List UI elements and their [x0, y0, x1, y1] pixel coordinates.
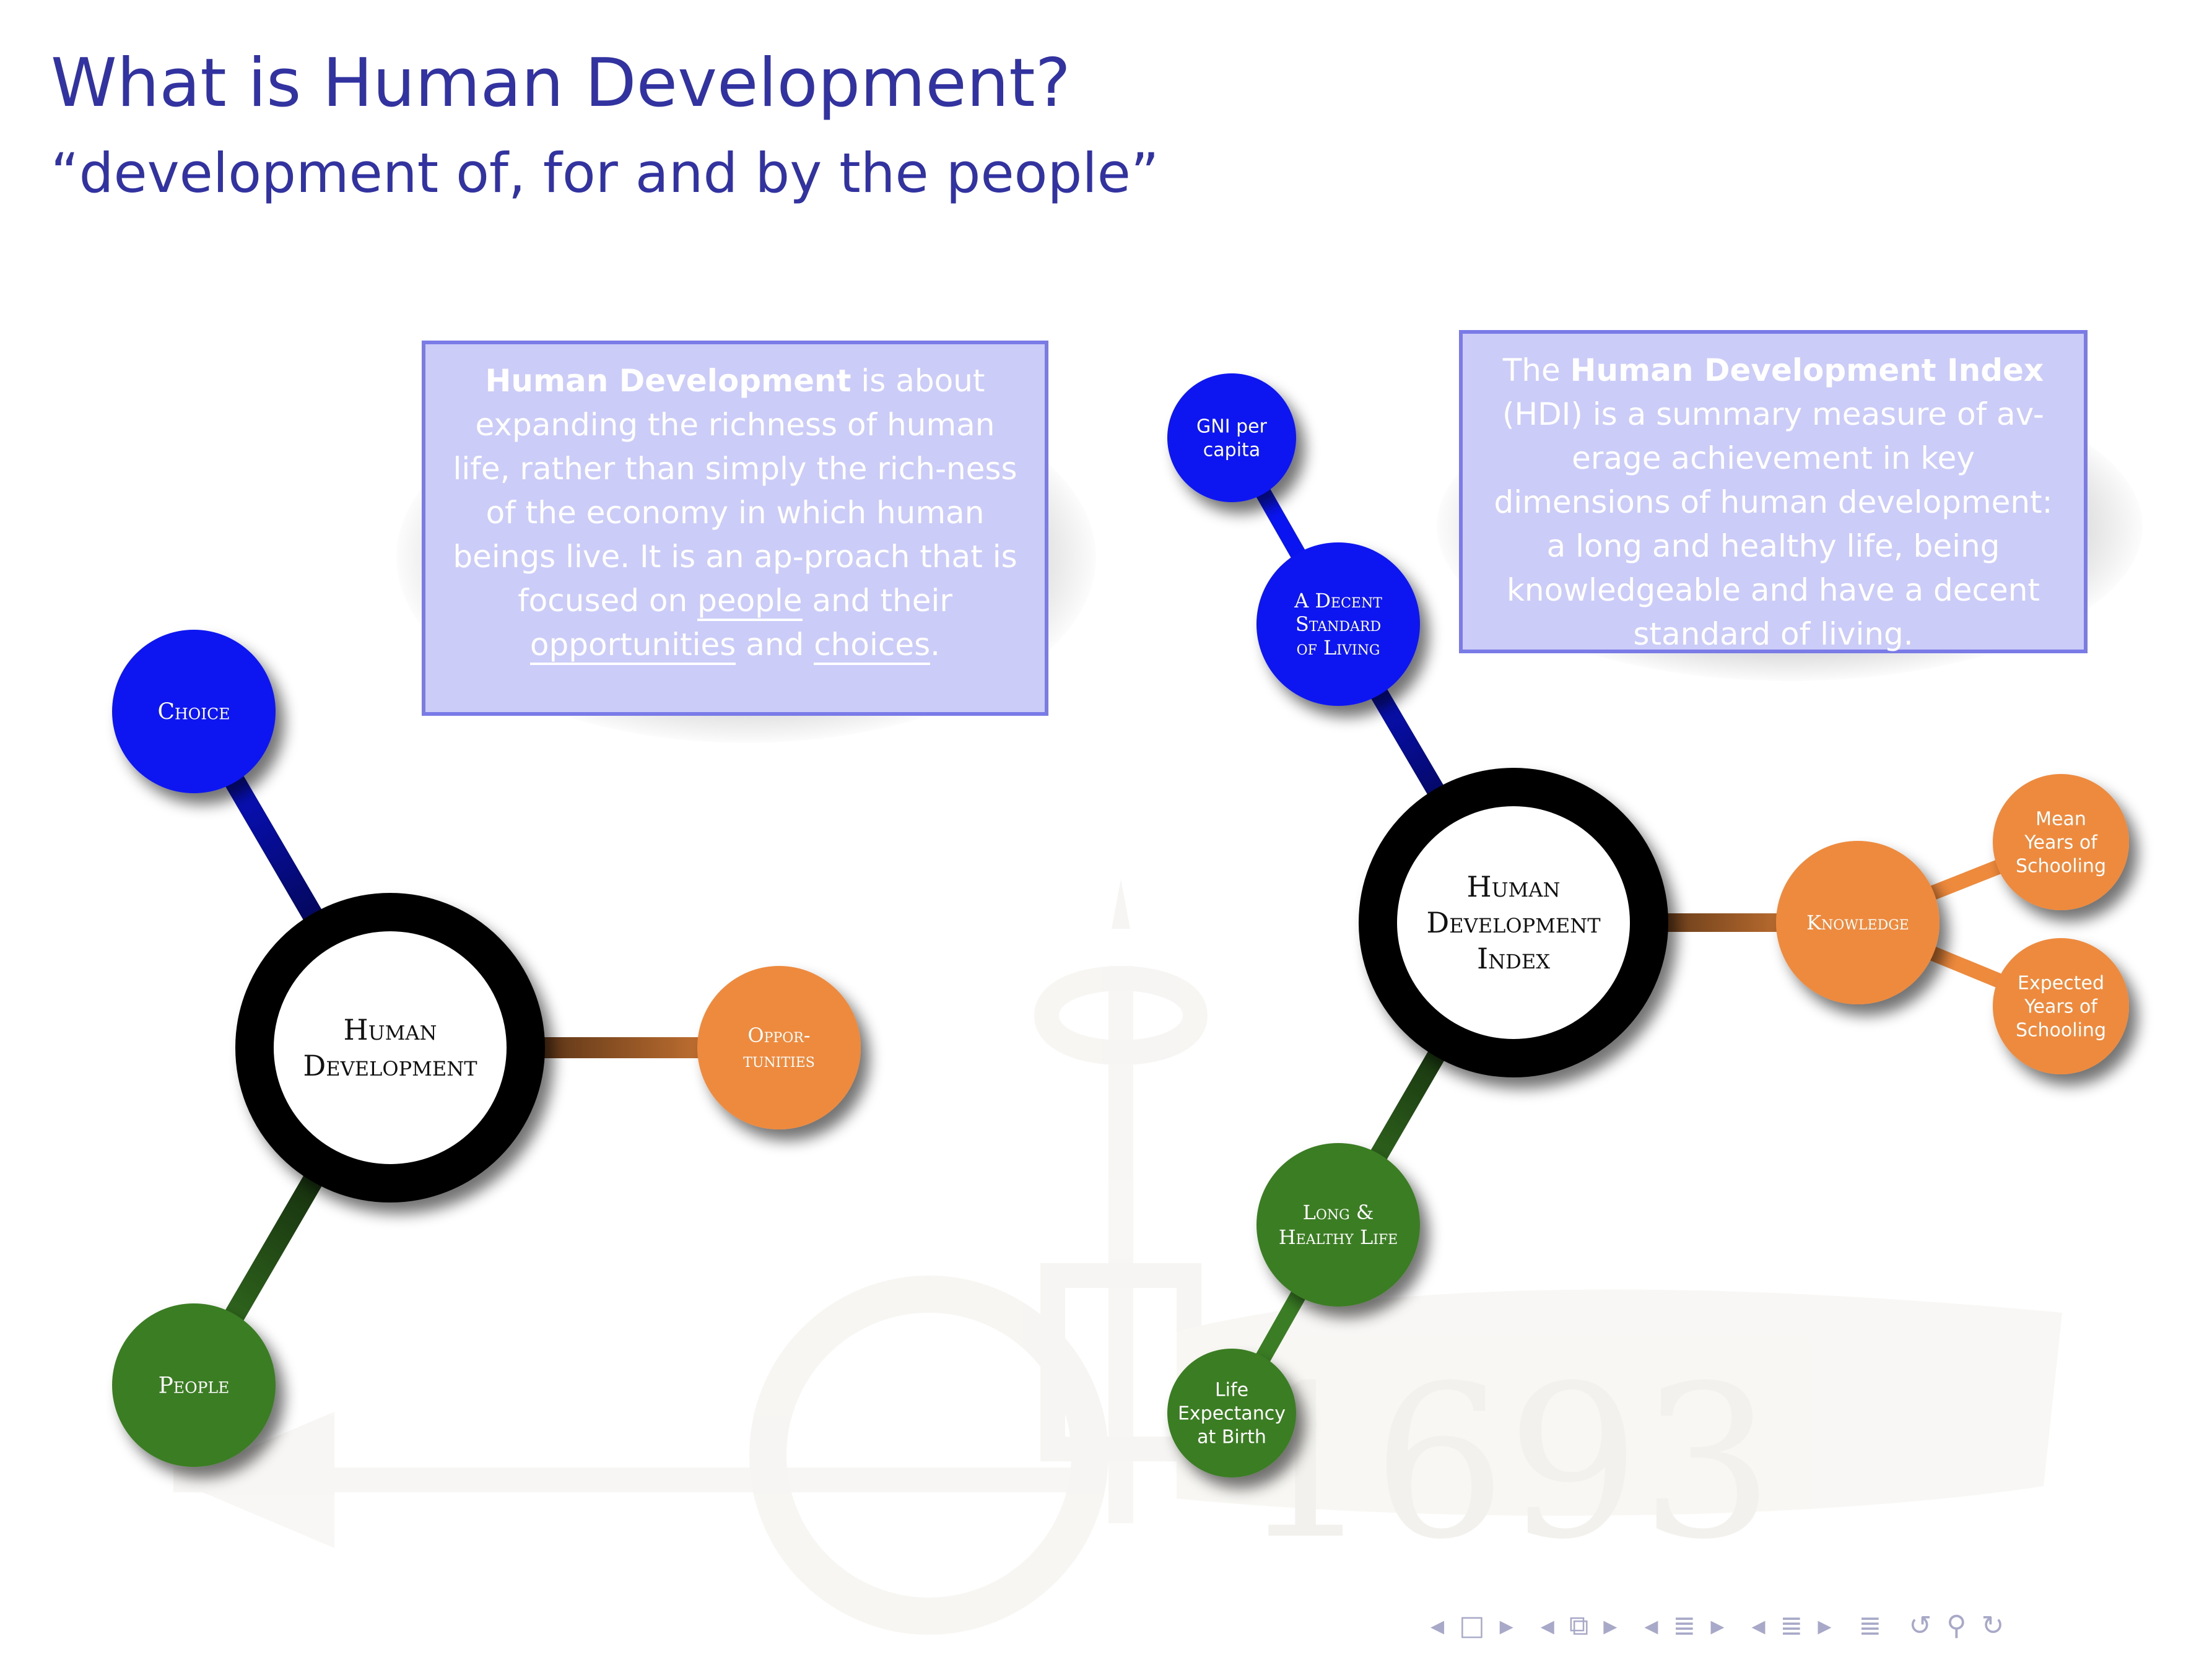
expected-years-schooling-node-label: Expected [2018, 973, 2104, 994]
slide-title: What is Human Development? [51, 45, 1071, 122]
mean-years-schooling-node-label: Mean [2036, 809, 2086, 830]
expected-years-schooling-node-label: Schooling [2016, 1020, 2106, 1042]
callout-bold-term: Human Development [485, 363, 851, 399]
callout-text-mid2: and [736, 627, 814, 663]
watermark-weathervane: 1693 [173, 879, 2062, 1635]
human-development-root-node-ring [235, 893, 545, 1203]
knowledge-node-label: Knowledge [1806, 911, 1909, 934]
search-icon[interactable]: ⚲ [1946, 1610, 1970, 1642]
hdi-root-node-ring [1359, 768, 1668, 1077]
gni-per-capita-node-label: capita [1203, 440, 1260, 461]
expected-years-schooling-node-label: Years of [2024, 996, 2098, 1018]
hdi-callout-bold: Human Development Index [1570, 352, 2044, 388]
decent-standard-node-label: of Living [1297, 636, 1380, 659]
gni-per-capita-node-circle [1167, 373, 1296, 502]
doc-right-icon[interactable]: ▸ [1818, 1610, 1835, 1642]
opportunities-node[interactable]: Oppor-tunities [697, 966, 861, 1129]
watermark-year: 1693 [1239, 1341, 1774, 1586]
mindmap-nodes: HumanDevelopmentChoiceOppor-tunitiesPeop… [112, 373, 2129, 1477]
life-expectancy-node-circle [1167, 1349, 1296, 1477]
frame-icon[interactable]: □ [1459, 1610, 1489, 1642]
opportunities-node-label: tunities [743, 1048, 815, 1072]
expected-years-schooling-node-circle [1993, 938, 2129, 1074]
mean-years-schooling-node-label: Years of [2024, 832, 2098, 854]
subsection-icon[interactable]: ⧉ [1569, 1610, 1593, 1642]
hdi-definition-box: The Human Development Index (HDI) is a s… [1459, 330, 2088, 653]
life-expectancy-node-label: Expectancy [1178, 1403, 1286, 1425]
beamer-navigation-bar: ◂ □ ▸ ◂ ⧉ ▸ ◂ ≣ ▸ ◂ ≣ ▸ ≣ ↺ ⚲ ↻ [1430, 1610, 2019, 1642]
decent-standard-node-circle [1256, 542, 1420, 706]
doc-icon[interactable]: ≣ [1780, 1610, 1807, 1642]
subsection-right-icon[interactable]: ▸ [1603, 1610, 1621, 1642]
choice-node[interactable]: Choice [112, 630, 276, 793]
decent-standard-node-label: Standard [1295, 612, 1381, 636]
opportunities-link[interactable]: opportunities [529, 627, 736, 665]
people-link[interactable]: people [697, 583, 803, 621]
section-icon[interactable]: ≣ [1673, 1610, 1700, 1642]
hdi-root-node-label: Development [1426, 906, 1601, 939]
callout-text-end: . [930, 627, 941, 663]
forward-icon[interactable]: ↻ [1981, 1610, 2008, 1642]
back-icon[interactable]: ↺ [1909, 1610, 1936, 1642]
choice-node-circle [112, 630, 276, 793]
people-node-circle [112, 1303, 276, 1467]
hdi-root-node-label: Index [1477, 942, 1550, 975]
callout-text-mid1: and their [802, 583, 952, 619]
appendix-icon[interactable]: ≣ [1858, 1610, 1886, 1642]
knowledge-node[interactable]: Knowledge [1776, 841, 1940, 1004]
gni-per-capita-node-label: GNI per [1196, 416, 1268, 438]
opportunities-node-label: Oppor- [747, 1024, 810, 1047]
people-node-label: People [159, 1373, 230, 1399]
doc-left-icon[interactable]: ◂ [1751, 1610, 1769, 1642]
opportunities-node-circle [697, 966, 861, 1129]
hdi-callout-text: (HDI) is a summary measure of av-erage a… [1494, 396, 2053, 652]
section-right-icon[interactable]: ▸ [1710, 1610, 1728, 1642]
mean-years-schooling-node-label: Schooling [2016, 856, 2106, 877]
human-development-root-node-label: Development [303, 1049, 477, 1082]
long-healthy-life-node-label: Healthy Life [1279, 1225, 1398, 1249]
choice-node-label: Choice [157, 700, 230, 725]
long-healthy-life-node-circle [1256, 1143, 1420, 1307]
slide-subtitle: “development of, for and by the people” [51, 141, 1159, 205]
subsection-left-icon[interactable]: ◂ [1540, 1610, 1558, 1642]
life-expectancy-node-label: at Birth [1197, 1427, 1266, 1448]
life-expectancy-node-label: Life [1215, 1380, 1248, 1401]
knowledge-node-circle [1776, 841, 1940, 1004]
people-node[interactable]: People [112, 1303, 276, 1467]
callout-text: is about expanding the richness of human… [453, 363, 1017, 619]
section-left-icon[interactable]: ◂ [1644, 1610, 1662, 1642]
human-development-definition-box: Human Development is about expanding the… [422, 341, 1048, 716]
choices-link[interactable]: choices [814, 627, 931, 665]
decent-standard-node-label: A Decent [1294, 589, 1382, 612]
long-healthy-life-node[interactable]: Long &Healthy Life [1256, 1143, 1420, 1307]
nav-left-arrow-icon[interactable]: ◂ [1430, 1610, 1448, 1642]
hdi-callout-pre: The [1502, 352, 1570, 388]
human-development-root-node-label: Human [344, 1013, 437, 1046]
hdi-root-node-label: Human [1467, 870, 1561, 903]
long-healthy-life-node-label: Long & [1303, 1201, 1374, 1224]
mean-years-schooling-node-circle [1993, 774, 2129, 910]
nav-right-arrow-icon[interactable]: ▸ [1499, 1610, 1517, 1642]
